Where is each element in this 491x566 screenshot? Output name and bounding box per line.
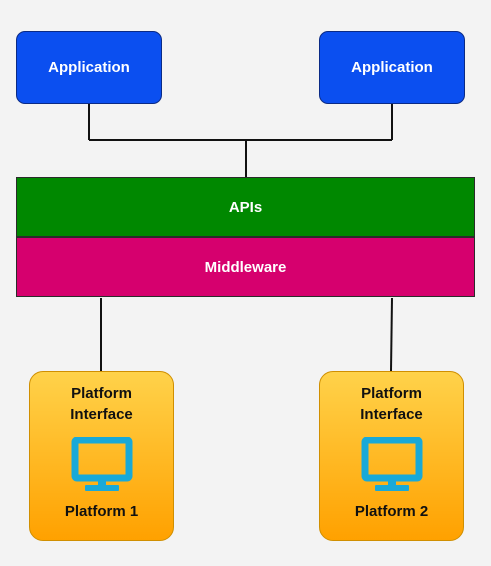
platform-box-1: Platform Interface Platform 1 (29, 371, 174, 541)
platform-name-1: Platform 1 (64, 503, 139, 520)
apis-label: APIs (228, 198, 263, 216)
application-label-1: Application (48, 59, 130, 76)
platform-title-line2: Interface (360, 406, 423, 423)
platform-name-2: Platform 2 (354, 503, 429, 520)
monitor-icon (71, 437, 132, 491)
application-box-1: Application (16, 31, 162, 104)
apis-layer: APIs (16, 177, 475, 237)
platform-title-line1: Platform (361, 385, 422, 402)
application-box-2: Application (319, 31, 465, 104)
middleware-label: Middleware (204, 258, 287, 276)
monitor-icon (361, 437, 422, 491)
application-label-2: Application (351, 59, 433, 76)
middleware-layer: Middleware (16, 237, 475, 297)
platform-title-line1: Platform (71, 385, 132, 402)
connector-platform2-up (390, 297, 393, 372)
platform-box-2: Platform Interface Platform 2 (319, 371, 464, 541)
platform-interface-title-1: Platform Interface (70, 383, 133, 425)
platform-interface-title-2: Platform Interface (360, 383, 423, 425)
platform-title-line2: Interface (70, 406, 133, 423)
